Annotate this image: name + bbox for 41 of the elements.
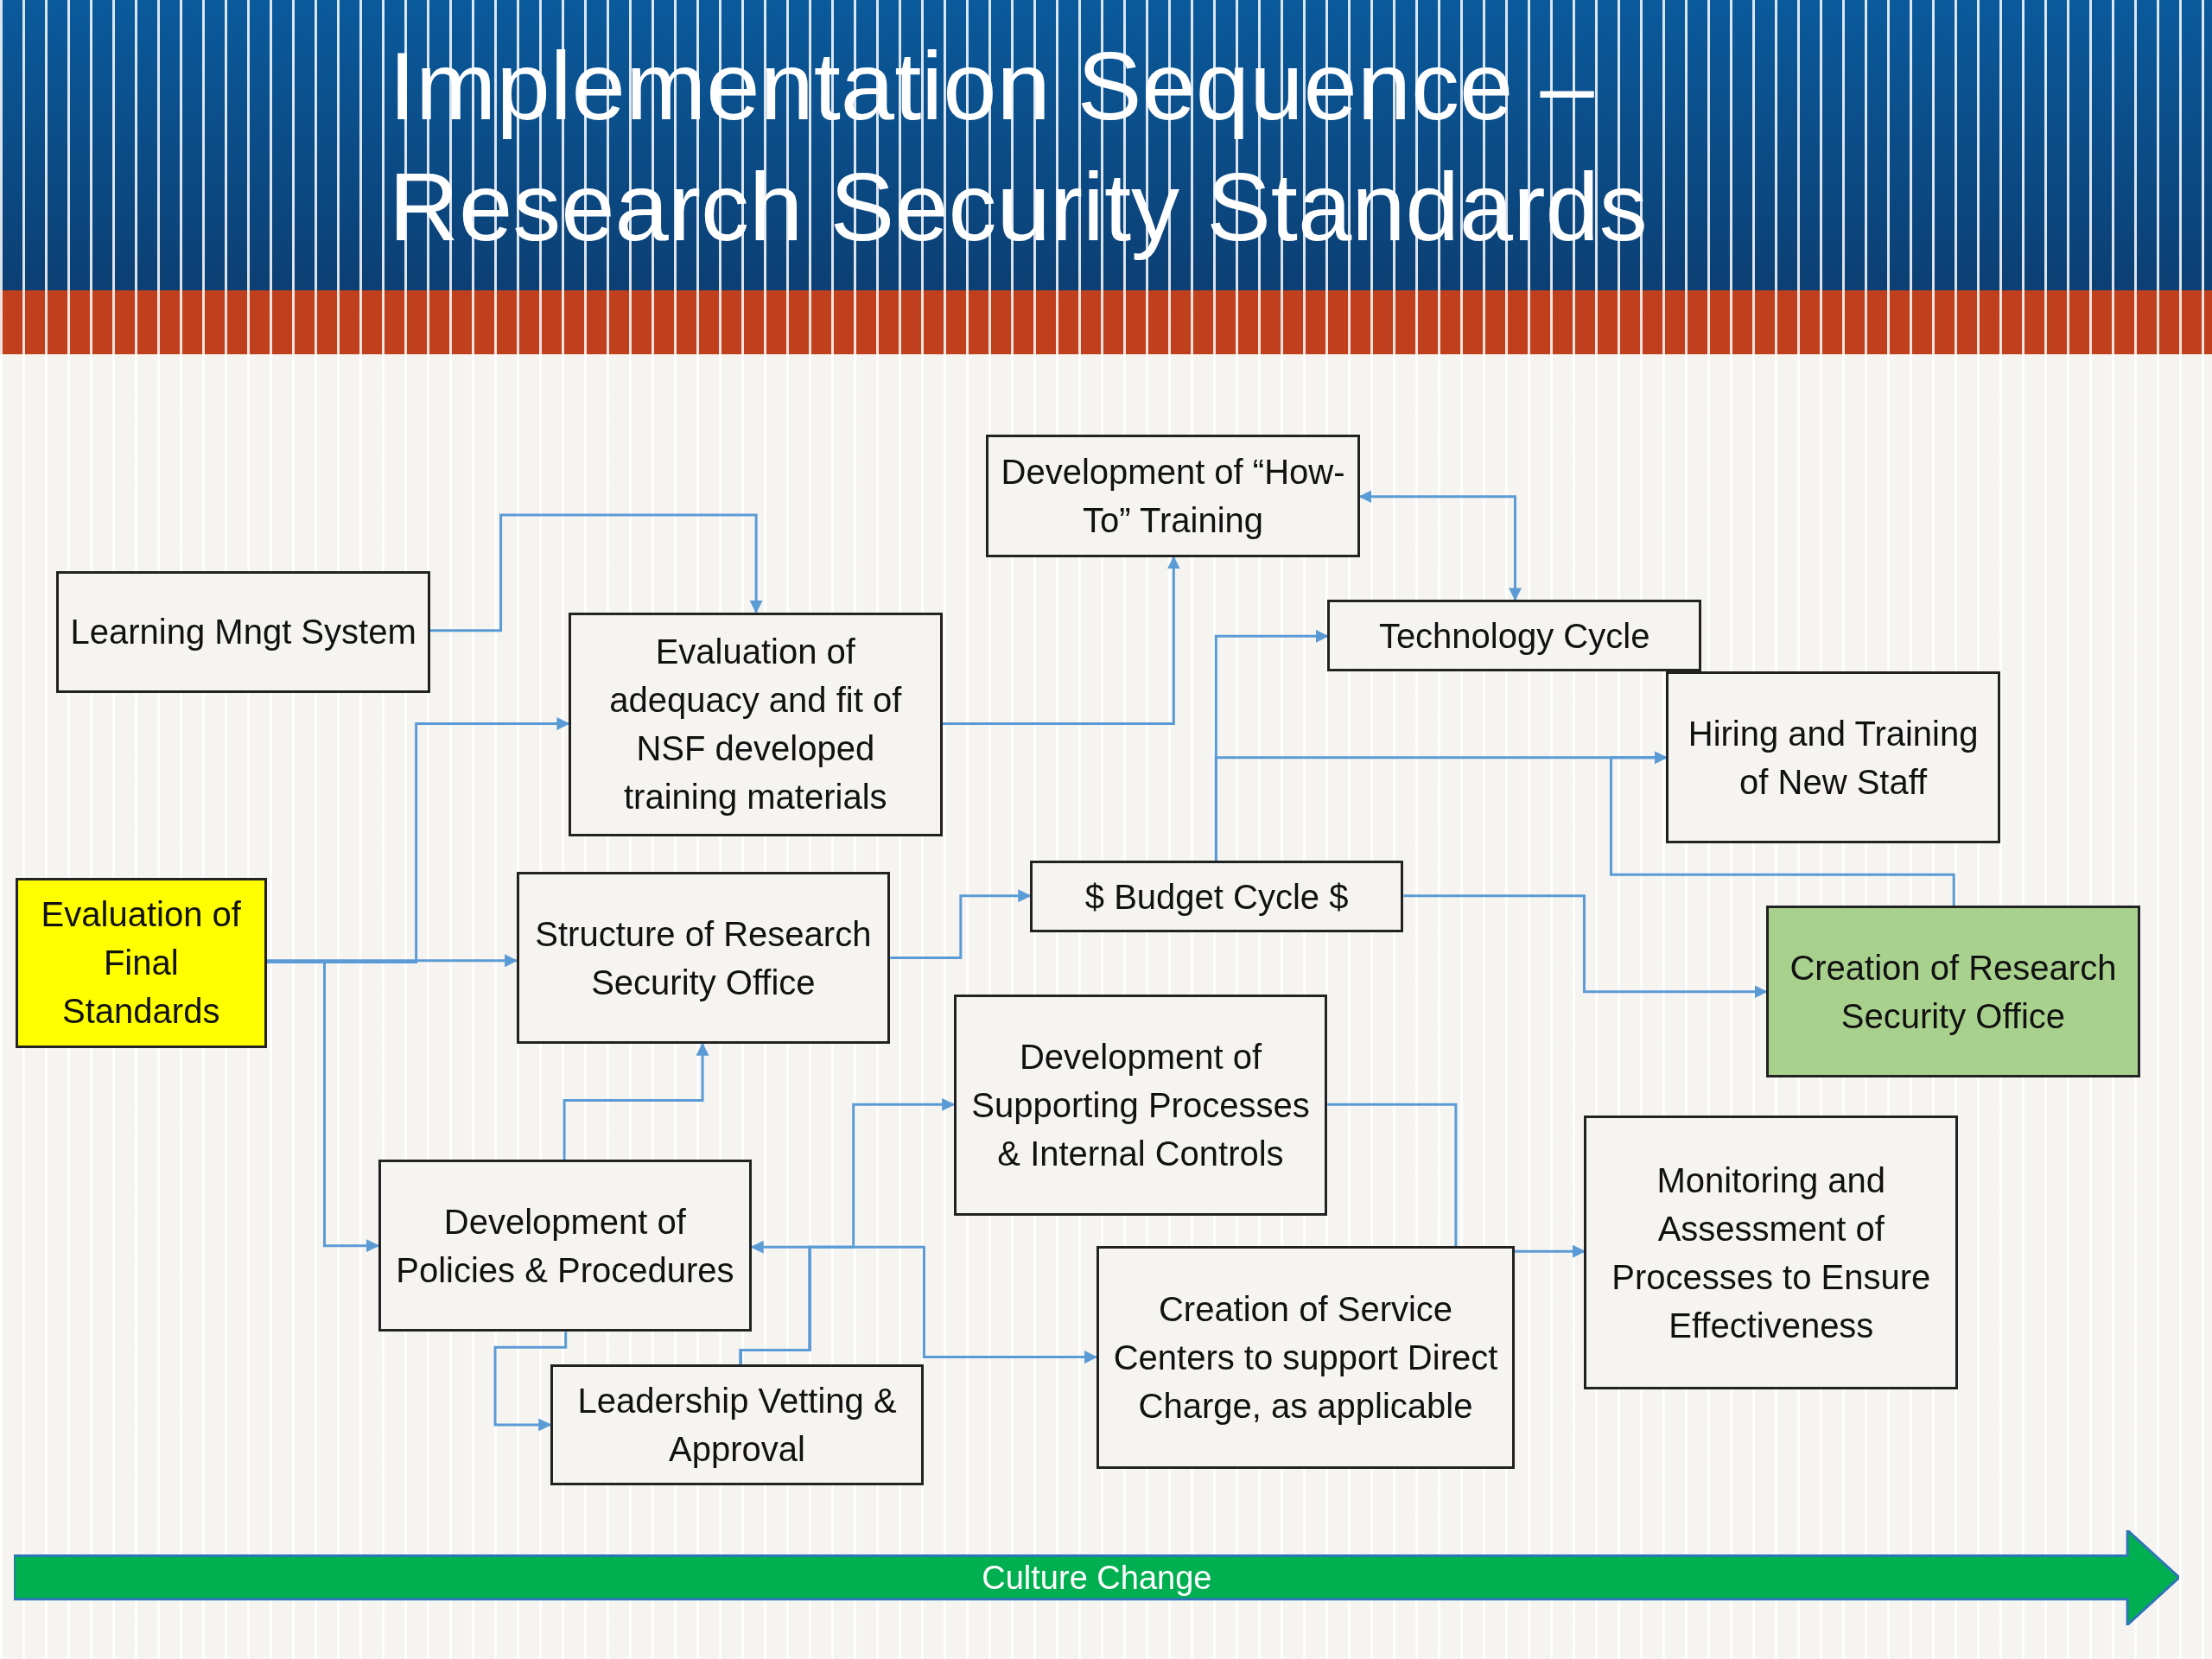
node-label: Development of “How-To” Training [1000,451,1346,541]
node-label: Leadership Vetting & Approval [576,1380,898,1470]
node-label: Technology Cycle [1378,615,1650,657]
node-label: $ Budget Cycle $ [1084,876,1349,918]
arrow [942,556,1180,726]
arrow [266,960,380,1253]
node-label: Evaluation of adequacy and fit of NSF developed training materials [608,632,903,818]
node-label: Culture Change [982,1558,1212,1598]
process-box [56,571,430,693]
process-box [986,434,1360,557]
arrow [1403,894,1768,999]
node-label: Monitoring and Assessment of Processes to Ensure Effectiveness [1611,1160,1932,1346]
process-box [1766,906,2140,1078]
arrow [1358,490,1522,601]
process-box [1584,1116,1959,1390]
node-label: Evaluation of Final Standards [40,894,242,1033]
process-box [15,877,267,1049]
node-label: Learning Mngt System [70,612,416,653]
process-box [568,612,943,837]
arrow [266,954,518,968]
process-box [516,871,891,1045]
node-label: Structure of Research Security Office [534,913,873,1003]
node-label: Hiring and Training of New Staff [1687,713,1980,803]
arrow [739,1245,1098,1364]
arrow [493,1332,568,1432]
node-label: Development of Policies & Procedures [395,1201,735,1291]
culture-change-arrow [14,1530,2180,1625]
process-box [953,995,1328,1217]
process-box [378,1160,753,1332]
process-box [1327,599,1701,672]
node-label: Development of Supporting Processes & Internal Controls [970,1037,1311,1175]
arrow [890,889,1032,960]
arrow [1610,751,1955,906]
process-box [1096,1245,1516,1469]
node-label: Creation of Service Centers to support Direct Charge, as applicable [1112,1288,1499,1427]
process-box [1666,671,2001,844]
node-label: Creation of Research Security Office [1789,947,2118,1037]
arrow [429,513,763,632]
process-box [1029,860,1404,933]
process-box [550,1363,925,1486]
arrow [563,1042,709,1160]
